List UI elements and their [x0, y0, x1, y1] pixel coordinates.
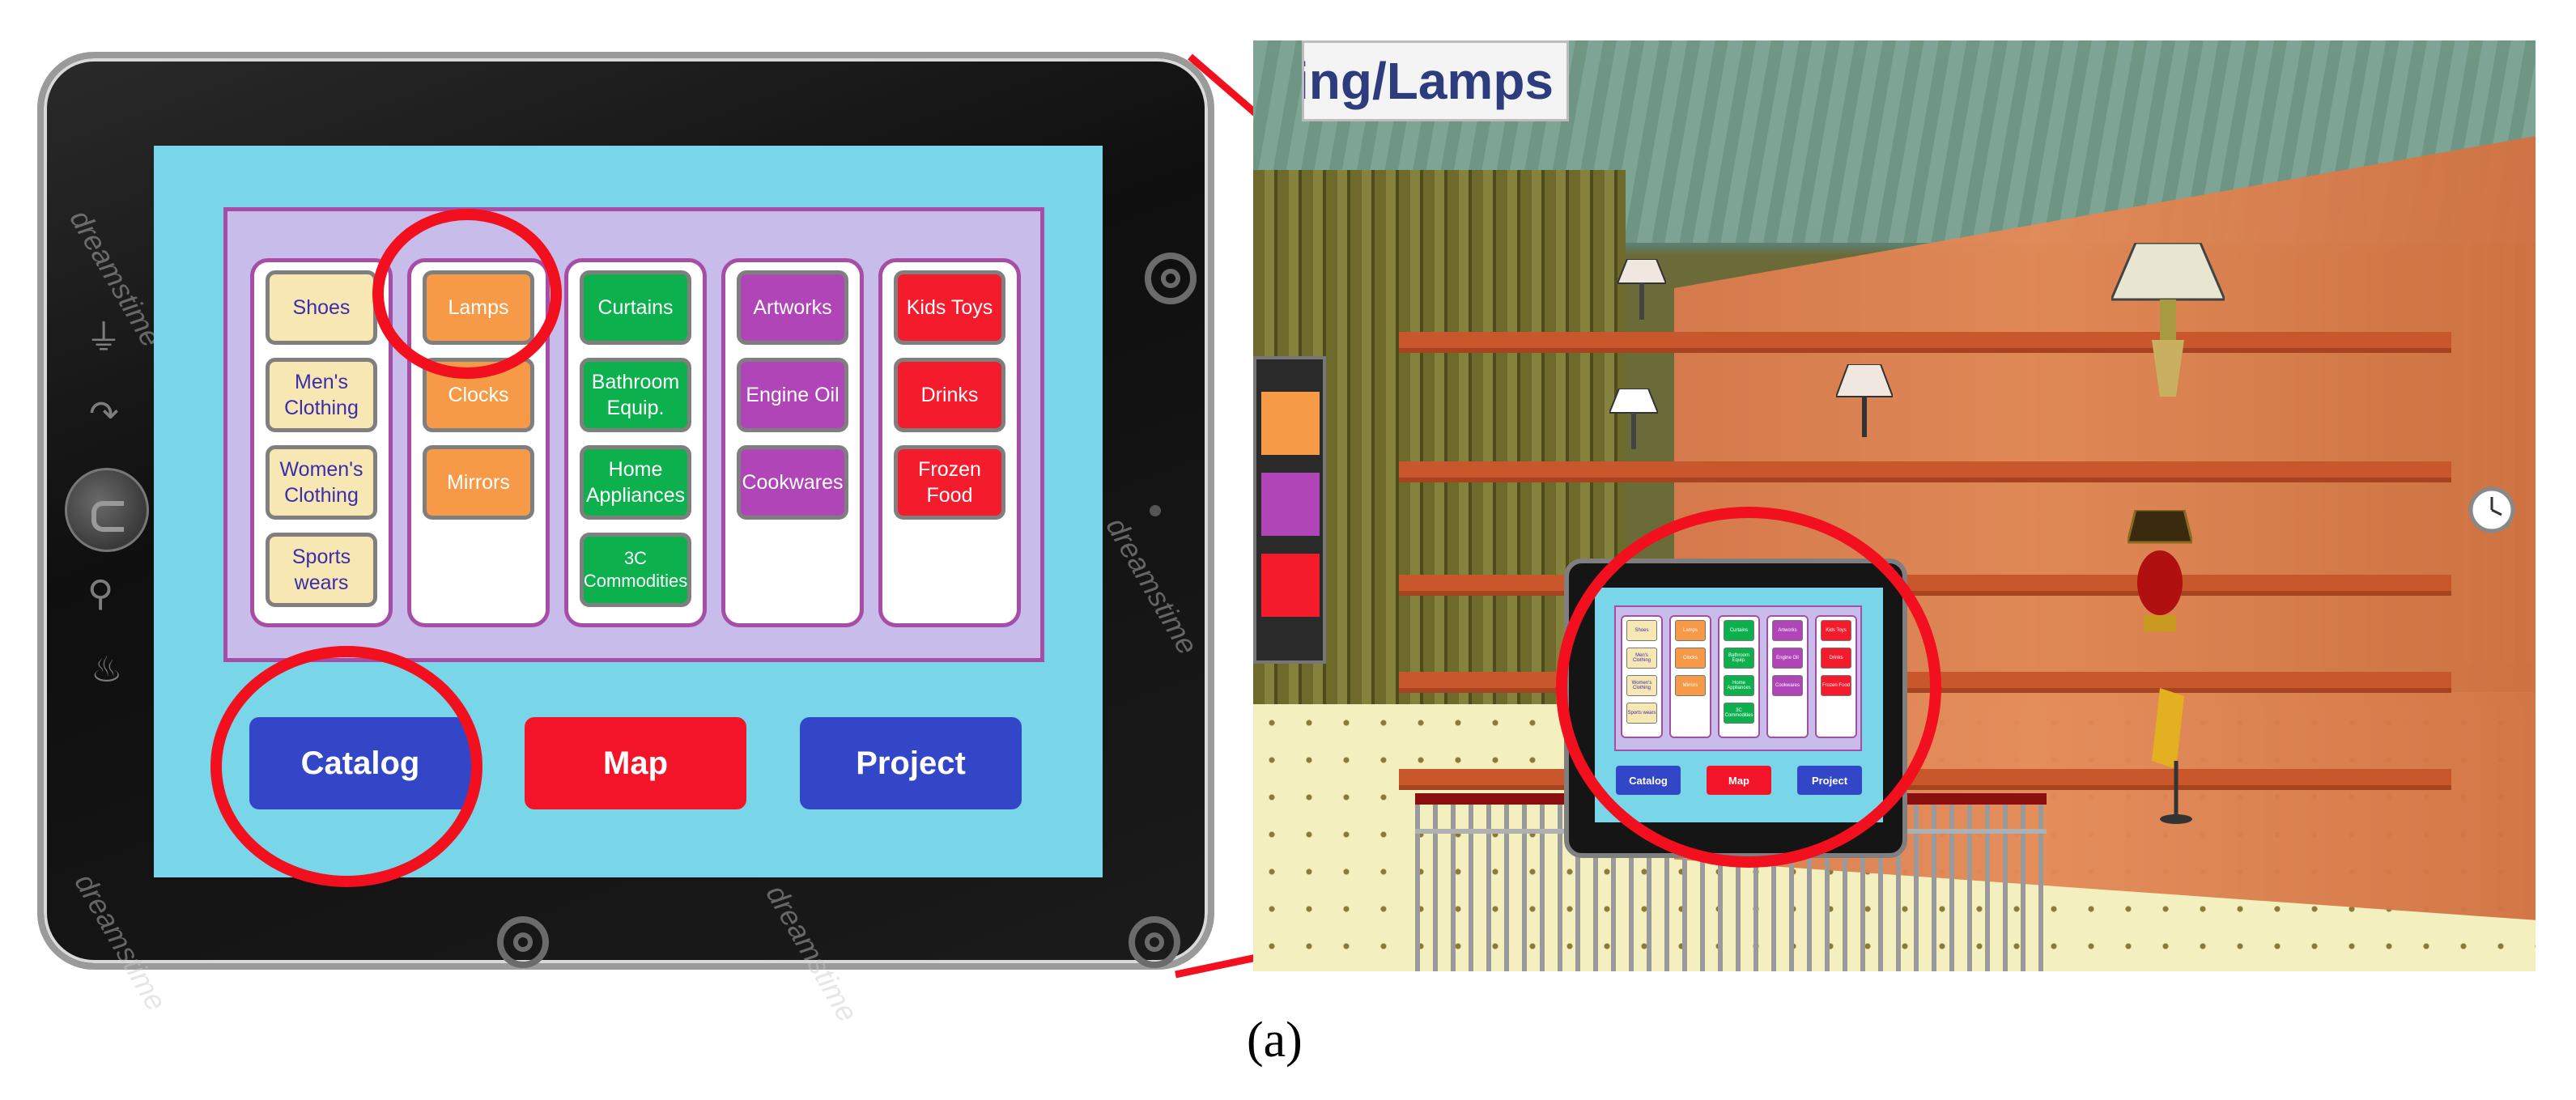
shelf-board — [1399, 332, 2451, 348]
category-tile-bathroom-equip[interactable]: Bathroom Equip. — [580, 358, 691, 432]
catalog-highlight-ring — [210, 646, 482, 887]
search-icon: ⚲ — [87, 574, 114, 614]
store-scene: hting/Lamps — [1253, 40, 2536, 971]
map-button[interactable]: Map — [525, 717, 746, 809]
category-tile-curtains[interactable]: Curtains — [580, 270, 691, 345]
category-tile-cookwares[interactable]: Cookwares — [737, 445, 848, 520]
camera-icon — [1150, 505, 1161, 516]
category-tile-kids-toys[interactable]: Kids Toys — [894, 270, 1005, 345]
project-button[interactable]: Project — [800, 717, 1022, 809]
lamp-icon — [2128, 510, 2192, 631]
lamp-icon — [1836, 364, 1893, 437]
clock-icon — [2468, 486, 2515, 533]
category-tile-artworks[interactable]: Artworks — [737, 270, 848, 345]
lamp-icon — [2152, 688, 2192, 824]
lamps-highlight-ring — [372, 209, 562, 379]
lamp-icon — [1609, 389, 1658, 449]
shelf-board — [1399, 575, 2451, 591]
mini-tablet-highlight-ring — [1556, 507, 1941, 868]
category-tile-home-appliances[interactable]: Home Appliances — [580, 445, 691, 520]
lamp-icon — [1617, 259, 1666, 320]
side-display — [1253, 356, 1326, 664]
shelf-board — [1399, 461, 2451, 478]
aisle-sign: hting/Lamps — [1302, 40, 1569, 121]
figure-caption: (a) — [1247, 1013, 1303, 1068]
category-tile-women-s-clothing[interactable]: Women's Clothing — [266, 445, 377, 520]
category-tile-mirrors[interactable]: Mirrors — [423, 445, 534, 520]
category-tile-3c-commodities[interactable]: 3C Commodities — [580, 533, 691, 607]
lamp-icon — [2111, 243, 2225, 397]
category-tile-frozen-food[interactable]: Frozen Food — [894, 445, 1005, 520]
dreamstime-logo-icon — [1129, 916, 1180, 968]
bell-icon: ♨ — [91, 650, 123, 690]
category-tile-drinks[interactable]: Drinks — [894, 358, 1005, 432]
redo-icon: ↷ — [89, 394, 119, 434]
category-tile-engine-oil[interactable]: Engine Oil — [737, 358, 848, 432]
dreamstime-logo-icon — [497, 916, 549, 968]
category-tile-men-s-clothing[interactable]: Men's Clothing — [266, 358, 377, 432]
dreamstime-logo-icon — [1145, 253, 1197, 304]
plug-icon: ⏚ — [86, 318, 121, 358]
shelf-board — [1399, 769, 2451, 785]
category-tile-shoes[interactable]: Shoes — [266, 270, 377, 345]
category-tile-sports-wears[interactable]: Sports wears — [266, 533, 377, 607]
power-button[interactable] — [65, 468, 149, 552]
